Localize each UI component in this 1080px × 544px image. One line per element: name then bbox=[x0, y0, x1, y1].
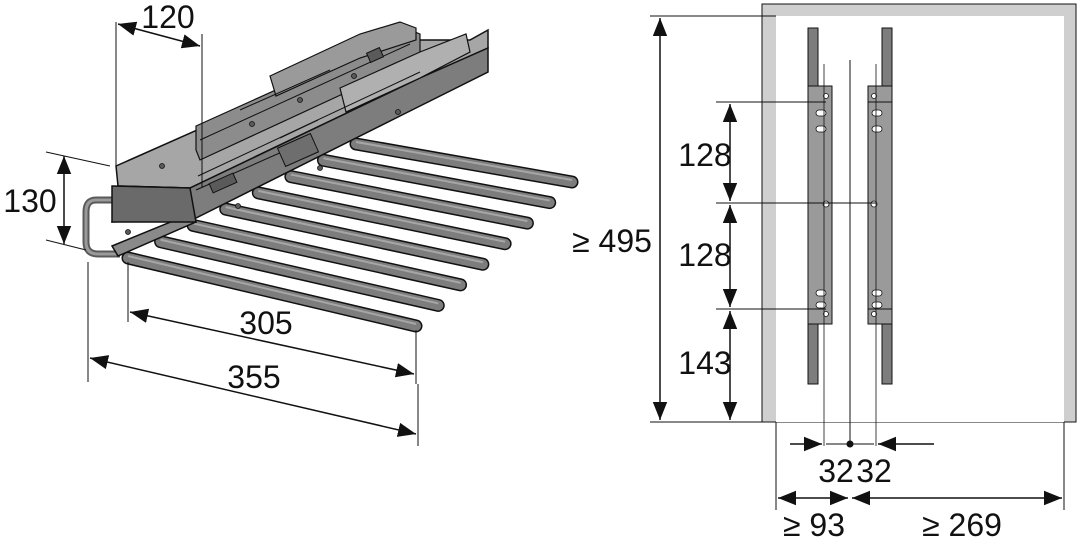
dim-120: 120 bbox=[115, 0, 203, 188]
trouser-rod bbox=[186, 218, 468, 292]
dim-128-upper-label: 128 bbox=[678, 137, 731, 173]
trouser-rods bbox=[121, 137, 579, 333]
trouser-rod bbox=[284, 170, 534, 230]
trouser-rod bbox=[219, 202, 490, 271]
dim-93-269: ≥ 93 ≥ 269 bbox=[775, 422, 1065, 543]
dim-32-32: 32 32 bbox=[790, 436, 934, 489]
dim-269-label: ≥ 269 bbox=[922, 507, 1002, 543]
dim-120-label: 120 bbox=[141, 0, 194, 35]
dim-355-label: 355 bbox=[227, 359, 280, 395]
rail-detail-lines bbox=[195, 43, 421, 194]
pull-out-rack-perspective: 120 130 305 355 bbox=[3, 0, 579, 446]
dim-495: ≥ 495 bbox=[572, 15, 776, 423]
dim-355: 355 bbox=[87, 262, 419, 446]
dim-32-left-label: 32 bbox=[818, 453, 854, 489]
dim-vertical-chain: 128 128 143 bbox=[678, 104, 738, 420]
dim-130: 130 bbox=[3, 151, 111, 251]
rail-front-plate bbox=[111, 185, 197, 223]
cabinet-front-view: 128 128 143 ≥ 495 32 32 ≥ 93 ≥ 26 bbox=[572, 3, 1077, 543]
rivets bbox=[125, 73, 401, 235]
dim-32-right-label: 32 bbox=[856, 453, 892, 489]
trouser-rod bbox=[154, 235, 445, 312]
dim-143-label: 143 bbox=[678, 345, 731, 381]
hole-reference-lines bbox=[716, 101, 892, 423]
dim-305-label: 305 bbox=[239, 305, 292, 341]
trouser-rod bbox=[251, 186, 512, 251]
dim-93-label: ≥ 93 bbox=[783, 507, 845, 543]
mounting-bracket bbox=[339, 33, 471, 113]
dim-130-label: 130 bbox=[3, 183, 56, 219]
dim-128-lower-label: 128 bbox=[678, 237, 731, 273]
dim-495-label: ≥ 495 bbox=[572, 223, 652, 259]
trouser-rod bbox=[349, 137, 579, 189]
trouser-rod bbox=[316, 153, 557, 210]
